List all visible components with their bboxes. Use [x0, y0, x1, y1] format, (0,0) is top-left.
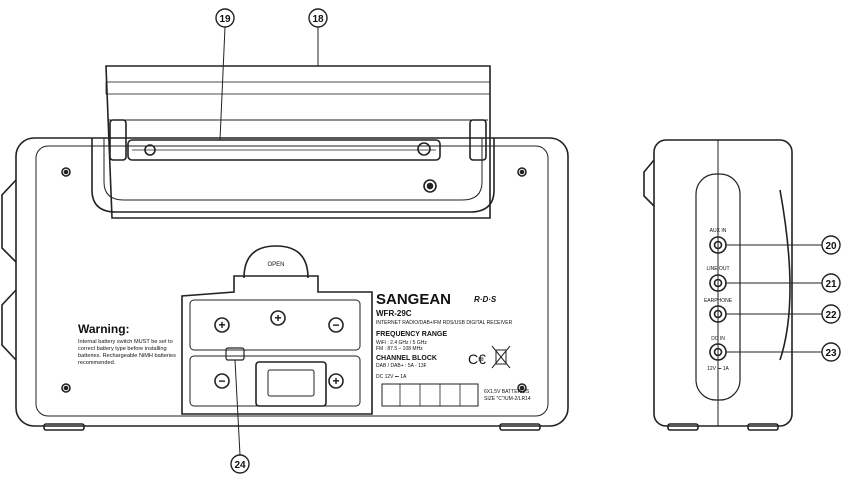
svg-text:−: −	[218, 374, 225, 388]
leader-lines	[219, 26, 822, 456]
warning-line-1: Internal battery switch MUST be set to	[78, 339, 173, 345]
battery-polarity-marks: + + − − +	[218, 311, 339, 388]
port-label-line-out: LINE OUT	[706, 266, 729, 272]
channel-heading: CHANNEL BLOCK	[376, 355, 437, 362]
callout-23: 23	[825, 348, 837, 359]
warning-line-2: correct battery type before installing	[78, 346, 167, 352]
model-name: WFR-29C	[376, 309, 412, 318]
callout-21: 21	[825, 279, 837, 290]
svg-text:+: +	[332, 374, 339, 388]
callout-circles	[215, 8, 841, 474]
weee-bin-icon	[491, 345, 511, 369]
open-label: OPEN	[267, 262, 284, 268]
frequency-line-1: WiFi : 2.4 GHz / 5 GHz	[376, 340, 427, 346]
callout-22: 22	[825, 310, 837, 321]
port-label-dc-in: DC IN	[711, 336, 725, 342]
dc-rating: DC 12V ⎓ 1A	[376, 374, 407, 380]
brand-logo: SANGEAN	[376, 291, 451, 308]
callout-24: 24	[234, 460, 246, 471]
side-view	[643, 139, 793, 431]
callout-19: 19	[219, 14, 231, 25]
svg-text:+: +	[274, 311, 281, 325]
rear-view	[1, 65, 569, 431]
port-label-aux-in: AUX IN	[710, 228, 727, 234]
dc-in-rating: 12V ⎓ 1A	[707, 366, 729, 372]
ce-mark: C€	[468, 351, 486, 367]
battery-line-2: SIZE "C"/UM-2/LR14	[484, 396, 531, 402]
battery-line-1: 6X1.5V BATTERIES	[484, 389, 530, 395]
rds-logo: R·D·S	[474, 295, 497, 304]
warning-title: Warning:	[78, 322, 130, 336]
warning-line-3: batteries. Rechargeable NiMH batteries	[78, 353, 176, 359]
frequency-line-2: FM : 87.5 – 108 MHz	[376, 346, 423, 352]
svg-text:+: +	[218, 318, 225, 332]
callout-20: 20	[825, 241, 837, 252]
channel-line: DAB / DAB+ : 5A - 13F	[376, 363, 427, 369]
svg-text:−: −	[332, 318, 339, 332]
callout-18: 18	[312, 14, 324, 25]
frequency-heading: FREQUENCY RANGE	[376, 331, 447, 338]
model-description: INTERNET RADIO/DAB+/FM RDS/USB DIGITAL R…	[376, 320, 513, 326]
port-label-earphone: EARPHONE	[704, 298, 733, 304]
port-labels: AUX IN LINE OUT EARPHONE DC IN 12V ⎓ 1A	[704, 228, 733, 372]
warning-line-4: recommended.	[78, 360, 116, 366]
